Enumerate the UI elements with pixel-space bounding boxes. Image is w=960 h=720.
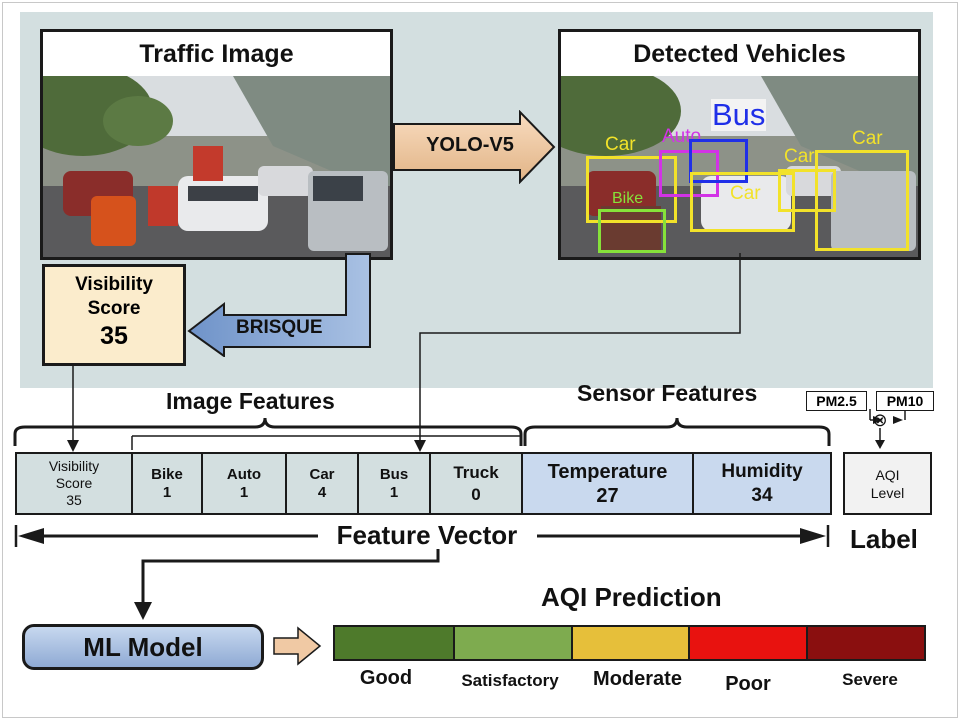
traffic-photo	[43, 76, 390, 257]
feature-cell-bus: Bus 1	[357, 452, 431, 515]
feature-name: Humidity	[721, 460, 803, 482]
aqi-level-line1: AQI	[875, 466, 900, 483]
detection-label-car-center: Car	[730, 183, 761, 204]
ml-model-box: ML Model	[22, 624, 264, 670]
detection-box-car-left	[586, 156, 677, 223]
aqi-label-satisfactory: Satisfactory	[461, 671, 559, 690]
aqi-level-cell: AQI Level	[843, 452, 932, 515]
feature-cell-truck: Truck 0	[429, 452, 523, 515]
detection-box-car-mid-right	[778, 169, 836, 212]
aqi-level-line2: Level	[870, 484, 905, 501]
feature-name: Car	[309, 465, 335, 483]
label-caption: Label	[850, 524, 918, 554]
pm25-label: PM2.5	[806, 391, 867, 411]
detection-label-bike: Bike	[612, 190, 644, 207]
feature-cell-visibility: Visibility Score 35	[15, 452, 133, 515]
aqi-label-good: Good	[359, 667, 413, 689]
visibility-score-box: Visibility Score 35	[42, 264, 186, 366]
feature-name: Bike	[151, 465, 183, 483]
feature-cell-bike: Bike 1	[131, 452, 203, 515]
aqi-scale-poor	[688, 625, 808, 661]
feature-cell-car: Car 4	[285, 452, 359, 515]
visibility-score-value: 35	[100, 322, 128, 350]
aqi-label-moderate: Moderate	[593, 668, 682, 690]
traffic-image-panel: Traffic Image	[40, 29, 393, 260]
image-features-label: Image Features	[166, 388, 335, 414]
aqi-scale-good	[333, 625, 455, 661]
feature-vector-label: Feature Vector	[336, 520, 518, 550]
brisque-arrow	[187, 253, 371, 357]
detection-box-bike	[598, 209, 666, 253]
yolo-arrow	[393, 110, 556, 184]
feature-value: 1	[162, 483, 172, 501]
feature-value: 27	[596, 484, 619, 507]
feature-name: Visibility Score	[48, 458, 100, 491]
feature-name: Temperature	[547, 460, 668, 483]
detection-box-car-right	[815, 150, 909, 251]
visibility-score-line1: Visibility	[75, 274, 153, 295]
detection-box-car-center	[690, 172, 795, 232]
feature-name: Bus	[379, 465, 409, 483]
detection-box-bus	[689, 139, 748, 183]
aqi-scale-satisfactory	[453, 625, 573, 661]
feature-value: 0	[471, 484, 481, 504]
visibility-score-line2: Score	[87, 298, 141, 319]
multiply-operator-icon: ⊗	[872, 410, 888, 430]
aqi-label-poor: Poor	[725, 673, 771, 695]
traffic-image-title: Traffic Image	[139, 40, 294, 68]
feature-value: 1	[389, 483, 399, 501]
detected-vehicles-title: Detected Vehicles	[633, 40, 846, 68]
feature-cell-auto: Auto 1	[201, 452, 287, 515]
aqi-prediction-title: AQI Prediction	[541, 582, 722, 612]
detection-label-car-left: Car	[605, 134, 636, 155]
prediction-arrow	[273, 626, 322, 666]
feature-name: Auto	[226, 465, 262, 483]
feature-value: 4	[317, 483, 327, 501]
aqi-scale-moderate	[571, 625, 690, 661]
feature-name: Truck	[453, 462, 499, 482]
detection-label-bus: Bus	[711, 97, 767, 132]
feature-cell-temperature: Temperature 27	[521, 452, 694, 515]
pm10-label: PM10	[876, 391, 934, 411]
aqi-scale-severe	[806, 625, 926, 661]
feature-value: 34	[751, 484, 773, 506]
feature-cell-humidity: Humidity 34	[692, 452, 832, 515]
sensor-features-label: Sensor Features	[577, 380, 758, 406]
feature-value: 1	[239, 483, 249, 501]
detection-label-car-mid-right: Car	[784, 146, 815, 167]
yolo-label: YOLO-V5	[426, 134, 514, 156]
aqi-label-severe: Severe	[842, 670, 898, 689]
detection-label-car-right: Car	[852, 128, 883, 149]
brisque-label: BRISQUE	[236, 317, 323, 338]
feature-value: 35	[66, 492, 82, 508]
